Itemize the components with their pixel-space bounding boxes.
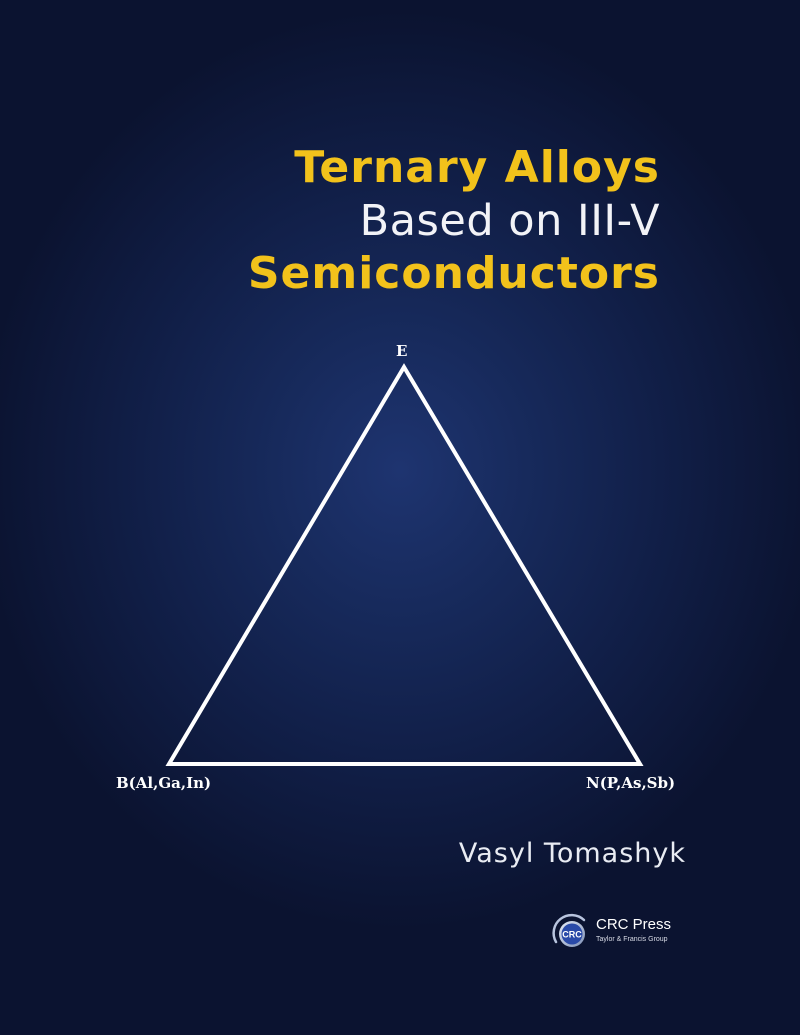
book-title: Ternary Alloys Based on III-V Semiconduc…: [60, 140, 660, 302]
vertex-label-top: E: [396, 342, 408, 360]
publisher-subtitle: Taylor & Francis Group: [596, 936, 668, 943]
vertex-label-right: N(P,As,Sb): [586, 774, 676, 792]
publisher-name: CRC Press: [596, 916, 672, 933]
vertex-label-left: B(Al,Ga,In): [116, 774, 212, 792]
title-line-1: Ternary Alloys: [294, 142, 660, 193]
title-line-3: Semiconductors: [247, 248, 660, 299]
publisher-logo: CRC CRC Press Taylor & Francis Group: [550, 912, 710, 952]
crc-logo-text: CRC: [562, 930, 582, 940]
title-line-2: Based on III-V: [359, 196, 660, 246]
ternary-triangle: [165, 363, 644, 766]
crc-press-logo-icon: CRC: [552, 913, 586, 947]
author-name: Vasyl Tomashyk: [458, 838, 686, 869]
